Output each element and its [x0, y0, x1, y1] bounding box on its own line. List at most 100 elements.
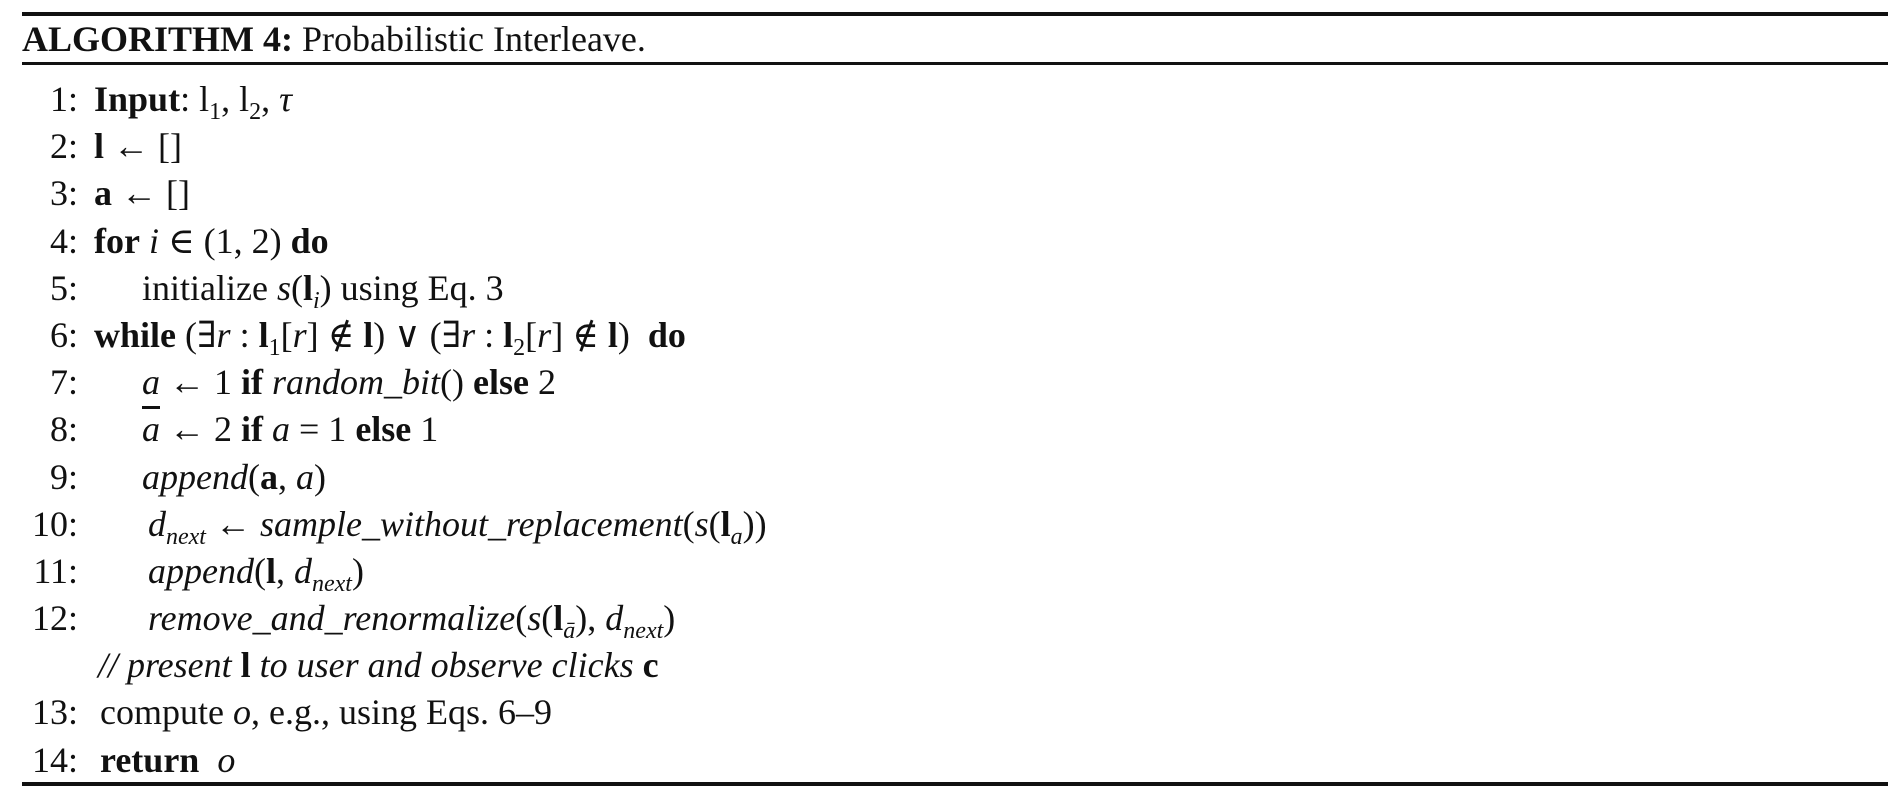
line-number: 1: — [49, 79, 78, 119]
text: ← 1 — [160, 362, 241, 403]
algo-line-12: 12: remove_and_renormalize(s(lā), dnext) — [22, 595, 1888, 643]
line-number: 3: — [49, 173, 78, 214]
comment: // present l to user and observe clicks … — [98, 642, 659, 689]
math-var: τ — [279, 79, 292, 119]
math-var: r — [537, 314, 552, 355]
text: , e.g., using Eqs. 6–9 — [250, 692, 552, 733]
text: ( — [515, 598, 528, 639]
text: ( — [682, 503, 695, 544]
line-code: while (∃r : l1[r] ∉ l) ∨ (∃r : l2[r] ∉ l… — [94, 312, 686, 360]
line-number: 12: — [31, 598, 78, 639]
math-var: o — [217, 739, 236, 780]
algo-line-3: 3: a ← [] — [22, 170, 1888, 217]
text: ) — [351, 550, 364, 591]
line-number: 11: — [33, 550, 78, 591]
bold-var: l — [240, 645, 251, 686]
line-number: 9: — [49, 456, 78, 497]
text: ← 2 — [160, 409, 241, 450]
bold-var: c — [642, 645, 659, 686]
algo-line-14: 14: return o — [22, 737, 1888, 784]
math-fn: s — [694, 503, 709, 544]
math-fn: sample_without_replacement — [259, 503, 683, 544]
text: , — [261, 79, 280, 119]
text: ) ∨ (∃ — [373, 314, 462, 355]
line-code: append(l, dnext) — [148, 548, 364, 597]
algo-line-11: 11: append(l, dnext) — [22, 548, 1888, 597]
bold-var: l — [302, 267, 313, 308]
text: (∃ — [176, 314, 217, 355]
line-code: l ← [] — [94, 123, 182, 170]
text: ) — [313, 456, 326, 497]
math-var: r — [216, 314, 231, 355]
math-var: d — [148, 503, 166, 544]
math-var: a — [295, 456, 314, 497]
keyword-if: if — [241, 409, 263, 450]
bold-var: l — [720, 503, 731, 544]
text: [ — [525, 314, 538, 355]
algo-line-10: 10: dnext ← sample_without_replacement(s… — [22, 501, 1888, 550]
math-fn: s — [527, 598, 542, 639]
bold-var: a — [94, 173, 112, 214]
line-code: Input: l1, l2, τ — [94, 76, 292, 125]
subscript: next — [312, 570, 352, 597]
line-code: a ← 1 if random_bit() else 2 — [142, 359, 556, 406]
keyword-do: do — [290, 220, 329, 261]
line-number: 13: — [31, 692, 78, 733]
math-fn: remove_and_renormalize — [148, 598, 516, 639]
text: initialize — [142, 267, 277, 308]
text: ( — [541, 598, 554, 639]
algorithm-body: 1: Input: l1, l2, τ 2: l ← [] 3: a ← [] … — [22, 76, 1888, 784]
keyword-while: while — [94, 314, 177, 355]
comment-text: // present — [98, 645, 241, 686]
subscript: 2 — [249, 99, 262, 125]
line-code: compute o, e.g., using Eqs. 6–9 — [100, 689, 552, 736]
text: ( — [290, 267, 303, 308]
math-fn: append — [142, 456, 248, 497]
text: ) — [617, 314, 648, 355]
bold-var: a — [259, 456, 278, 497]
text: ( — [247, 456, 260, 497]
algo-line-2: 2: l ← [] — [22, 123, 1888, 170]
text: ) using Eq. 3 — [319, 267, 504, 308]
text: : l — [180, 79, 210, 119]
bold-var: l — [503, 314, 514, 355]
algorithm-label: ALGORITHM 4: — [22, 19, 294, 59]
math-fn: random_bit — [263, 362, 441, 403]
line-number: 8: — [49, 409, 78, 450]
line-number: 7: — [49, 362, 78, 403]
text: ( — [708, 503, 721, 544]
title-rule — [22, 62, 1888, 65]
line-code: a ← 2 if a = 1 else 1 — [142, 406, 438, 453]
text: [ — [280, 314, 293, 355]
line-code: dnext ← sample_without_replacement(s(la)… — [148, 501, 767, 550]
text: ← — [205, 503, 260, 544]
subscript: a — [730, 523, 743, 550]
line-number: 2: — [49, 126, 78, 167]
text: ← [] — [104, 126, 182, 167]
text: )) — [742, 503, 767, 544]
algo-line-1: 1: Input: l1, l2, τ — [22, 76, 1888, 125]
line-number: 14: — [31, 739, 78, 780]
math-var: a — [142, 362, 160, 403]
text: = 1 — [290, 409, 356, 450]
bold-var: l — [265, 550, 276, 591]
bold-var: l — [607, 314, 618, 355]
algo-line-8: 8: a ← 2 if a = 1 else 1 — [22, 406, 1888, 453]
math-fn: append — [148, 550, 254, 591]
algo-line-7: 7: a ← 1 if random_bit() else 2 — [22, 359, 1888, 406]
text: ), — [575, 598, 606, 639]
math-var: d — [294, 550, 312, 591]
bold-var: l — [94, 126, 105, 167]
algorithm-box: ALGORITHM 4: Probabilistic Interleave. 1… — [22, 12, 1888, 788]
text: ← [] — [112, 173, 190, 214]
algo-line-4: 4: for i ∈ (1, 2) do — [22, 218, 1888, 265]
math-var: r — [292, 314, 307, 355]
line-code: remove_and_renormalize(s(lā), dnext) — [148, 595, 675, 643]
bottom-rule — [22, 782, 1888, 786]
comment-text: to user and observe clicks — [250, 645, 643, 686]
text: ] ∉ — [551, 314, 608, 355]
keyword-else: else — [355, 409, 412, 450]
text: () — [440, 362, 473, 403]
math-var: a — [263, 409, 290, 450]
keyword-for: for — [94, 220, 140, 261]
